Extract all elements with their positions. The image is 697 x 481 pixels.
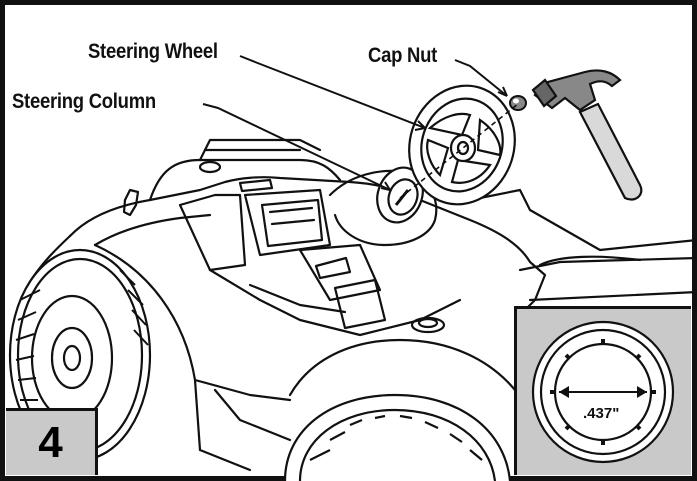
steering-column [376, 166, 424, 224]
steering-column-label: Steering Column [12, 90, 156, 113]
leader-lines [202, 55, 508, 191]
hammer-icon [531, 69, 643, 201]
step-number-badge: 4 [6, 408, 98, 475]
cap-nut-label: Cap Nut [368, 44, 437, 67]
inset-panel [514, 306, 691, 475]
front-wheel [283, 393, 512, 481]
bore-measurement: .437" [583, 405, 620, 422]
dimension-arrows [559, 386, 647, 398]
steering-wheel [408, 84, 516, 206]
steering-wheel-label: Steering Wheel [88, 40, 218, 63]
assembly-axis [399, 103, 519, 199]
inset-graphic [531, 320, 675, 464]
vehicle-body [68, 176, 547, 317]
vehicle-seat [178, 193, 247, 272]
